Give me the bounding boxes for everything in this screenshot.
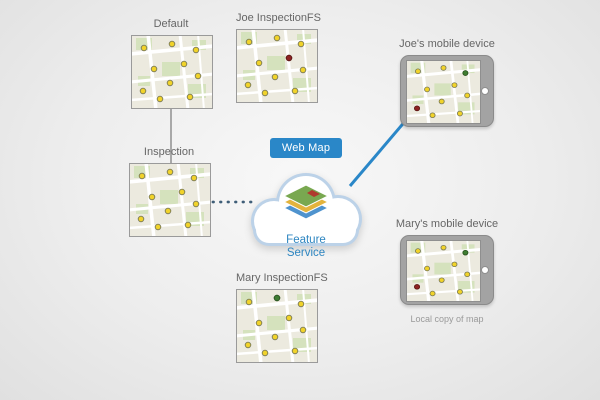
node-web-map-cloud: Web Map: [240, 138, 372, 263]
map-thumbnail: [129, 163, 211, 237]
feature-dot-green: [273, 294, 281, 302]
local-copy-caption: Local copy of map: [410, 314, 484, 324]
mary-device-label: Mary's mobile device: [395, 218, 499, 230]
joe-device-label: Joe's mobile device: [399, 38, 495, 50]
feature-dot-red: [414, 284, 421, 290]
map-layers-icon: [282, 184, 330, 220]
feature-dot-green: [462, 70, 469, 76]
web-map-badge: Web Map: [269, 138, 343, 158]
map-thumbnail: [406, 60, 481, 124]
tablet-device-icon: [400, 55, 494, 127]
joe-inspectionfs-label: Joe InspectionFS: [236, 12, 321, 24]
default-map-label: Default: [153, 18, 189, 30]
feature-service-label: Feature Service: [286, 234, 326, 260]
node-joe-inspectionfs: Joe InspectionFS: [236, 12, 321, 103]
map-thumbnail: [236, 289, 318, 363]
feature-dot-red: [414, 105, 421, 112]
camera-dot-icon: [481, 266, 489, 274]
node-inspection: Inspection: [129, 146, 211, 237]
node-default: Default: [131, 18, 213, 109]
feature-dot-red: [285, 54, 293, 62]
feature-dot-green: [462, 249, 469, 256]
inspection-map-label: Inspection: [143, 146, 195, 158]
camera-dot-icon: [481, 87, 489, 95]
node-joe-device: Joe's mobile device: [387, 38, 507, 127]
map-thumbnail: [406, 240, 481, 302]
map-thumbnail: [236, 29, 318, 103]
node-mary-inspectionfs: Mary InspectionFS: [236, 272, 328, 363]
map-thumbnail: [131, 35, 213, 109]
node-mary-device: Mary's mobile device Local copy of map: [387, 218, 507, 324]
cloud-icon: [251, 173, 362, 246]
tablet-device-icon: [400, 235, 494, 305]
mary-inspectionfs-label: Mary InspectionFS: [236, 272, 328, 284]
